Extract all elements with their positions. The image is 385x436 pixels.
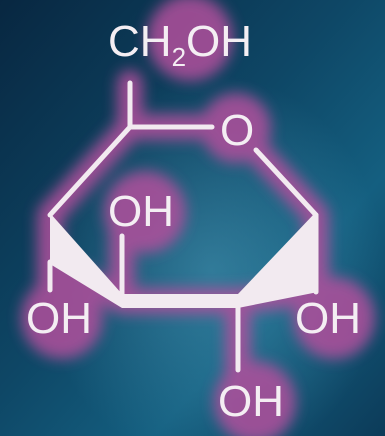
oh-right-label: OH xyxy=(295,294,361,343)
bond-c5-c4 xyxy=(47,124,133,218)
wedge-c4-c3 xyxy=(50,213,122,308)
ch2oh-label: CH2OH xyxy=(108,17,252,72)
oh-bottom-label: OH xyxy=(218,377,284,426)
ring-oxygen-label: O xyxy=(220,106,254,155)
bond-o-c1 xyxy=(253,147,319,218)
oh-left-label: OH xyxy=(26,294,92,343)
wedge-c2-c1 xyxy=(238,214,318,308)
ring-front-wedges xyxy=(50,213,318,308)
oh-upper-label: OH xyxy=(108,187,174,236)
wedge-c3-c2 xyxy=(122,294,238,308)
